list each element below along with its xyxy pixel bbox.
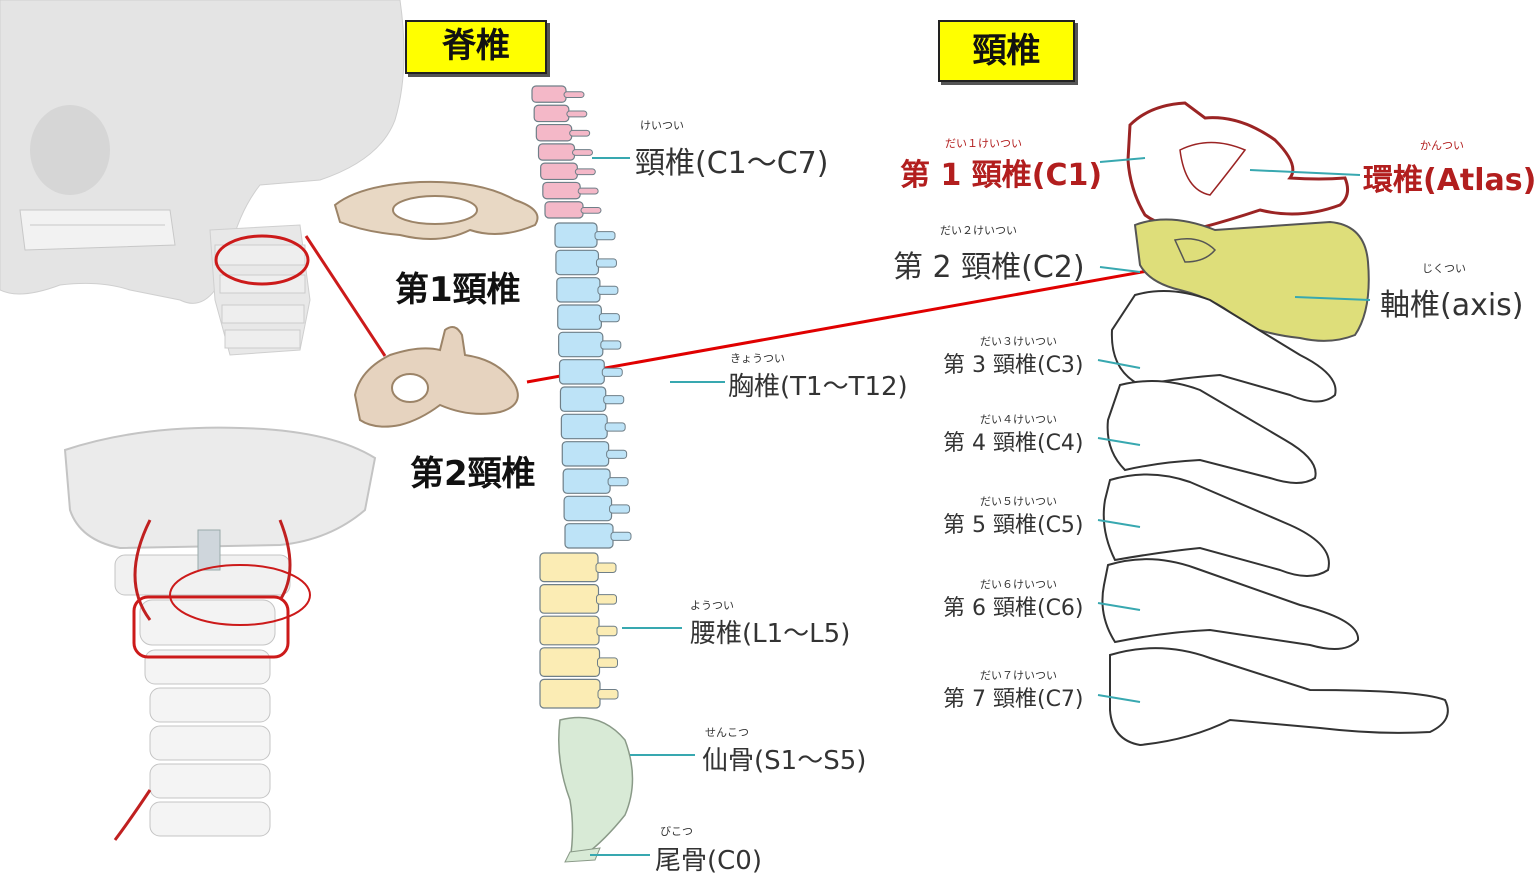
thoracic-vertebra	[557, 304, 602, 330]
cervical-vertebra	[544, 201, 584, 219]
cervical-vertebra-ruby: だい４けいつい	[980, 413, 1057, 426]
spine-region-label: 胸椎(T1〜T12)	[728, 372, 908, 402]
thoracic-vertebra	[559, 386, 607, 412]
spine-region-label: 尾骨(C0)	[655, 846, 762, 876]
cervical-vertebra	[533, 104, 570, 123]
lumbar-vertebra	[539, 552, 599, 583]
cervical-vertebra-process	[580, 206, 602, 214]
thoracic-vertebra	[561, 441, 610, 467]
axis-label: 軸椎(axis)	[1380, 288, 1524, 323]
cervical-vertebra-process	[566, 110, 588, 118]
cervical-vertebra-label: 第 3 頸椎(C3)	[943, 353, 1084, 378]
lumbar-vertebra	[539, 678, 601, 709]
spine-region-ruby: けいつい	[640, 119, 684, 132]
thoracic-vertebra	[564, 523, 614, 549]
cervical-detail-illustration	[1101, 101, 1449, 747]
lumbar-vertebra	[539, 583, 600, 614]
spine-region-ruby: びこつ	[660, 825, 693, 838]
skull-illustration	[0, 0, 405, 356]
cervical-leader-lines	[1097, 157, 1371, 703]
cervical-vertebra-process	[574, 168, 596, 176]
spine-region-label: 頸椎(C1〜C7)	[635, 146, 829, 181]
c2-bone-illustration	[353, 325, 519, 428]
spine-column	[531, 85, 634, 863]
cervical-vertebra	[537, 143, 576, 161]
neck-model-illustration	[63, 426, 377, 841]
thoracic-vertebra-process	[598, 313, 620, 323]
axis-ruby: じくつい	[1422, 262, 1466, 275]
atlas-label: 環椎(Atlas)	[1363, 163, 1536, 198]
spine-region-ruby: ようつい	[690, 599, 734, 612]
spine-region-label: 仙骨(S1〜S5)	[702, 746, 867, 776]
thoracic-vertebra	[558, 359, 605, 385]
thoracic-vertebra-process	[601, 367, 623, 377]
thoracic-vertebra-process	[604, 422, 626, 432]
atlas-ruby: かんつい	[1420, 139, 1464, 152]
lumbar-vertebra	[539, 615, 600, 646]
cervical-vertebra	[535, 123, 573, 142]
thoracic-vertebra-process	[595, 258, 617, 268]
thoracic-vertebra	[563, 495, 613, 522]
lumbar-vertebra-process	[596, 625, 618, 637]
thoracic-vertebra-process	[609, 504, 631, 514]
sacrum-shape	[558, 716, 634, 862]
thoracic-vertebra	[556, 277, 601, 303]
spine-region-label: 腰椎(L1〜L5)	[690, 619, 851, 649]
cervical-vertebra-label: 第 4 頸椎(C4)	[943, 431, 1084, 456]
lumbar-vertebra-process	[597, 657, 618, 668]
cervical-vertebra-process	[569, 129, 591, 137]
thoracic-vertebra-process	[607, 477, 629, 487]
cervical-vertebra-ruby: だい６けいつい	[980, 578, 1057, 591]
cervical-vertebra-ruby: だい５けいつい	[980, 495, 1057, 508]
cervical-vertebra-ruby: だい２けいつい	[940, 224, 1017, 237]
c2-label: 第2頸椎	[410, 454, 536, 494]
thoracic-vertebra	[562, 468, 611, 494]
cervical-vertebra-label: 第 1 頸椎(C1)	[900, 158, 1103, 193]
spine-title: 脊椎	[405, 20, 547, 74]
cervical-vertebra-label: 第 7 頸椎(C7)	[943, 687, 1084, 712]
cervical-title: 頸椎	[938, 20, 1075, 82]
thoracic-vertebra-process	[603, 395, 625, 405]
thoracic-vertebra-process	[610, 531, 632, 541]
cervical-vertebra-process	[563, 91, 585, 99]
c1-bone-illustration	[333, 180, 539, 240]
cervical-vertebra-ruby: だい３けいつい	[980, 335, 1057, 348]
cervical-vertebra	[531, 85, 567, 103]
spine-region-ruby: せんこつ	[705, 726, 749, 739]
thoracic-vertebra-process	[594, 231, 616, 241]
cervical-vertebra-label: 第 6 頸椎(C6)	[943, 596, 1084, 621]
lumbar-vertebra	[539, 647, 601, 677]
thoracic-vertebra	[555, 249, 600, 276]
lumbar-vertebra-process	[595, 562, 617, 574]
thoracic-vertebra-process	[606, 449, 628, 459]
c1-highlight-oval	[214, 234, 310, 286]
cervical-vertebra-ruby: だい７けいつい	[980, 669, 1057, 682]
cervical-vertebra	[540, 162, 578, 181]
c1-label: 第1頸椎	[395, 270, 521, 310]
cervical-vertebra	[542, 181, 581, 200]
spine-region-ruby: きょうつい	[730, 352, 785, 365]
cervical-vertebra-process	[577, 187, 599, 195]
thoracic-vertebra	[560, 413, 608, 440]
cervical-vertebra-label: 第 5 頸椎(C5)	[943, 513, 1084, 538]
cervical-vertebra-label: 第 2 頸椎(C2)	[893, 250, 1085, 285]
lumbar-vertebra-process	[597, 688, 619, 700]
c2-connector-line	[526, 265, 1171, 384]
coccyx-shape	[564, 847, 601, 863]
thoracic-vertebra-process	[597, 285, 619, 295]
thoracic-vertebra-process	[600, 340, 622, 350]
spine-leader-lines	[590, 157, 725, 856]
cervical-vertebra-process	[572, 149, 593, 156]
thoracic-vertebra	[554, 222, 598, 248]
cervical-vertebra-ruby: だい１けいつい	[945, 137, 1022, 150]
thoracic-vertebra	[558, 331, 604, 358]
lumbar-vertebra-process	[596, 594, 617, 605]
c1-connector-line	[304, 235, 387, 357]
c2-highlight-rect	[132, 595, 290, 659]
